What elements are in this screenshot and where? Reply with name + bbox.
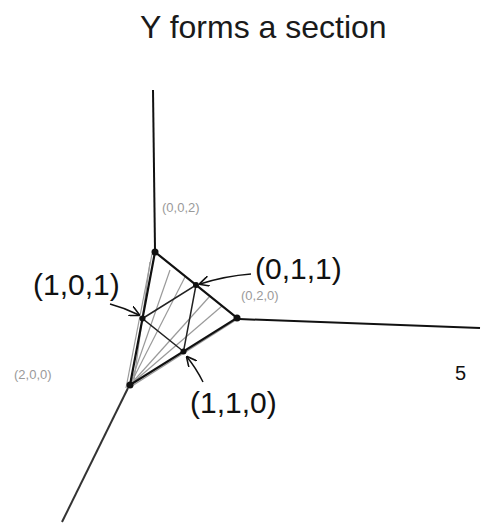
vertex-coordinate: (0,0,2) — [162, 201, 200, 215]
leader-line — [110, 304, 139, 315]
vertex-coordinate: (2,0,0) — [14, 368, 52, 382]
heading-note: Y forms a section — [140, 10, 387, 45]
simplex-triangle — [130, 252, 237, 385]
vertex-coordinate: (0,2,0) — [241, 289, 279, 303]
page-number: 5 — [455, 362, 466, 384]
leader-line — [187, 357, 203, 382]
inner-triangle — [143, 285, 197, 352]
vertical-axis — [153, 90, 155, 250]
leader-line — [200, 274, 251, 284]
point-coordinate: (1,1,0) — [190, 386, 277, 419]
point-coordinate: (0,1,1) — [255, 252, 342, 285]
diagonal-axis — [62, 388, 128, 522]
lattice-points — [127, 249, 241, 389]
horizontal-axis — [239, 319, 480, 328]
point-coordinate: (1,0,1) — [33, 268, 120, 301]
